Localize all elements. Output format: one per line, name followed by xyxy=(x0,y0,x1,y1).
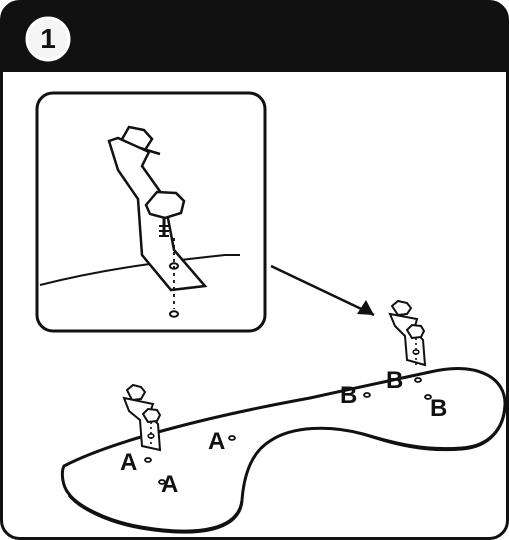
label-a-bottom: A xyxy=(161,471,178,498)
step-header-band xyxy=(2,2,507,72)
label-b-left: B xyxy=(340,382,357,409)
label-b-right: B xyxy=(430,395,447,422)
label-a-middle: A xyxy=(208,428,225,455)
step-number: 1 xyxy=(40,23,56,54)
label-a-left: A xyxy=(120,449,137,476)
step-badge: 1 xyxy=(27,18,69,60)
label-b-top: B xyxy=(386,367,403,394)
